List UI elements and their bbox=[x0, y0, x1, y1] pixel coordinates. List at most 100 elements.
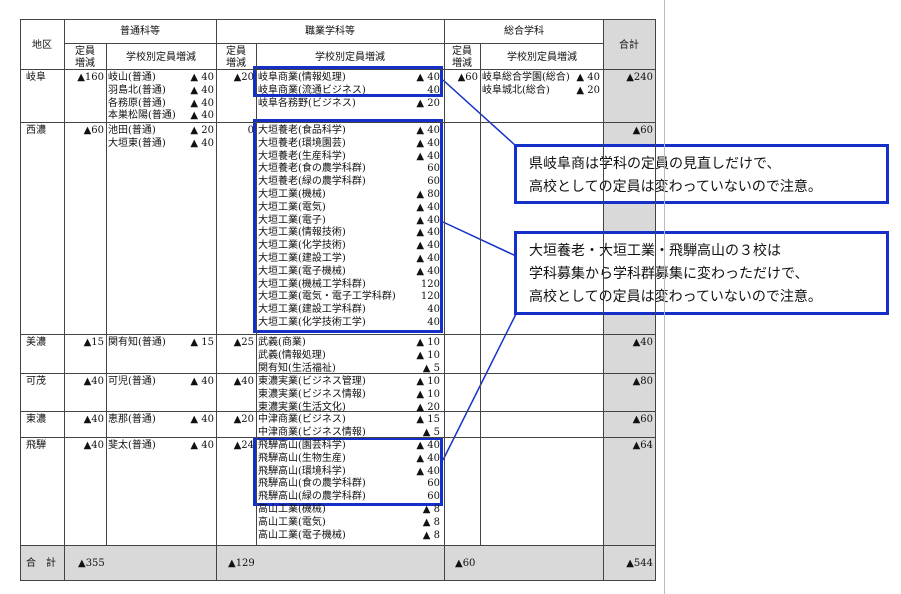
general-school-change: ▲ 40 bbox=[190, 137, 214, 149]
vocational-school-change: ▲ 5 bbox=[422, 426, 440, 438]
vocational-school-change: ▲ 20 bbox=[416, 401, 440, 413]
vocational-school-change: ▲ 10 bbox=[416, 388, 440, 400]
grid-line bbox=[256, 43, 257, 545]
general-quota: ▲40 bbox=[83, 414, 104, 425]
grid-line bbox=[20, 545, 655, 546]
header-integrated-quota: 定員 増減 bbox=[452, 46, 472, 69]
vocational-school-change: 40 bbox=[427, 84, 440, 96]
row-total: ▲240 bbox=[626, 72, 653, 83]
vocational-school-name: 岐阜商業(流通ビジネス) bbox=[258, 84, 366, 96]
vocational-school-name: 飛騨高山(園芸科学) bbox=[258, 440, 346, 451]
vocational-school-change: ▲ 40 bbox=[416, 465, 440, 477]
callout-line: 大垣養老・大垣工業・飛騨高山の３校は bbox=[529, 243, 781, 259]
general-school-name: 可児(普通) bbox=[108, 376, 156, 387]
grid-line bbox=[604, 437, 655, 438]
vocational-school-name: 中津商業(ビジネス) bbox=[258, 414, 346, 425]
vocational-school-name: 大垣工業(建設工学) bbox=[258, 253, 346, 264]
grid-line bbox=[20, 373, 604, 374]
grid-line bbox=[604, 334, 655, 335]
general-school-change: ▲ 15 bbox=[190, 337, 214, 348]
callout-group-recruit-note: 大垣養老・大垣工業・飛騨高山の３校は 学科募集から学科群募集に変わっただけで、 … bbox=[514, 231, 889, 315]
header-region: 地区 bbox=[32, 40, 52, 51]
vocational-school-name: 中津商業(ビジネス情報) bbox=[258, 426, 366, 438]
integrated-school-change: ▲ 40 bbox=[576, 72, 600, 83]
vocational-quota: 0 bbox=[247, 125, 254, 136]
callout-line: 高校としての定員は変わっていないので注意。 bbox=[529, 289, 822, 305]
vocational-school-name: 飛騨高山(環境科学) bbox=[258, 465, 346, 477]
vocational-school-change: 60 bbox=[427, 163, 440, 175]
vocational-school-name: 大垣養老(緑の農学科群) bbox=[258, 176, 366, 188]
vocational-school-name: 高山工業(電子機械) bbox=[258, 529, 346, 541]
general-school-change: ▲ 40 bbox=[190, 84, 214, 96]
vocational-school-change: ▲ 8 bbox=[422, 504, 440, 515]
highlight-ogaki-schools bbox=[253, 119, 443, 333]
row-total: ▲60 bbox=[632, 414, 653, 425]
general-school-name: 各務原(普通) bbox=[108, 97, 166, 109]
vocational-school-name: 東濃実業(生活文化) bbox=[258, 401, 346, 413]
vocational-school-change: ▲ 40 bbox=[416, 72, 440, 83]
vocational-school-change: ▲ 20 bbox=[416, 97, 440, 109]
grid-line bbox=[20, 19, 21, 581]
vocational-school-name: 大垣養老(生産科学) bbox=[258, 150, 346, 162]
vocational-school-change: ▲ 40 bbox=[416, 227, 440, 239]
row-total: ▲60 bbox=[632, 125, 653, 136]
totals-integrated: ▲60 bbox=[455, 558, 476, 569]
page-edge-line bbox=[664, 0, 665, 594]
row-total: ▲40 bbox=[632, 337, 653, 348]
vocational-school-name: 大垣工業(機械) bbox=[258, 189, 326, 200]
row-region: 東濃 bbox=[26, 414, 46, 425]
header-integrated-by-school: 学校別定員増減 bbox=[507, 52, 577, 63]
general-school-change: ▲ 20 bbox=[190, 125, 214, 136]
vocational-school-change: ▲ 10 bbox=[416, 376, 440, 387]
vocational-school-name: 飛騨高山(緑の農学科群) bbox=[258, 491, 366, 503]
integrated-school-name: 岐阜総合学園(総合) bbox=[482, 72, 570, 83]
vocational-school-change: ▲ 40 bbox=[416, 265, 440, 277]
vocational-school-name: 関有知(生活福祉) bbox=[258, 362, 336, 374]
vocational-quota: ▲24 bbox=[233, 440, 254, 451]
grid-line bbox=[20, 580, 655, 581]
vocational-school-change: ▲ 40 bbox=[416, 201, 440, 213]
grid-line bbox=[64, 19, 65, 581]
vocational-school-name: 大垣工業(情報技術) bbox=[258, 227, 346, 239]
vocational-school-change: 120 bbox=[420, 291, 440, 303]
row-region: 西濃 bbox=[26, 125, 46, 136]
vocational-school-change: 40 bbox=[427, 317, 440, 328]
grid-line bbox=[604, 411, 655, 412]
general-school-change: ▲ 40 bbox=[190, 72, 214, 83]
totals-label: 合 計 bbox=[26, 558, 56, 569]
row-region: 美濃 bbox=[26, 337, 46, 348]
vocational-school-name: 飛騨高山(食の農学科群) bbox=[258, 478, 366, 490]
grid-line bbox=[20, 334, 604, 335]
general-school-name: 本巣松陽(普通) bbox=[108, 110, 176, 122]
grid-line bbox=[20, 19, 655, 20]
grid-line bbox=[480, 43, 481, 545]
general-school-name: 関有知(普通) bbox=[108, 337, 166, 348]
general-quota: ▲40 bbox=[83, 376, 104, 387]
vocational-school-name: 大垣養老(食品科学) bbox=[258, 125, 346, 136]
vocational-school-change: ▲ 8 bbox=[422, 529, 440, 541]
general-quota: ▲60 bbox=[83, 125, 104, 136]
header-general-by-school: 学校別定員増減 bbox=[126, 52, 196, 63]
vocational-school-name: 大垣工業(電子機械) bbox=[258, 265, 346, 277]
vocational-quota: ▲20 bbox=[233, 72, 254, 83]
vocational-quota: ▲40 bbox=[233, 376, 254, 387]
vocational-school-name: 武義(商業) bbox=[258, 337, 306, 348]
grid-line bbox=[20, 411, 604, 412]
general-school-change: ▲ 40 bbox=[190, 110, 214, 122]
general-school-change: ▲ 40 bbox=[190, 414, 214, 425]
general-school-name: 斐太(普通) bbox=[108, 440, 156, 451]
vocational-school-name: 大垣工業(機械工学科群) bbox=[258, 278, 366, 290]
header-vocational-quota: 定員 増減 bbox=[226, 46, 246, 69]
grid-line bbox=[655, 19, 656, 581]
header-general-quota: 定員 増減 bbox=[75, 46, 95, 69]
vocational-school-change: ▲ 40 bbox=[416, 440, 440, 451]
vocational-school-name: 大垣養老(食の農学科群) bbox=[258, 163, 366, 175]
vocational-school-change: ▲ 40 bbox=[416, 125, 440, 136]
totals-general: ▲355 bbox=[78, 558, 105, 569]
callout-gifu-note: 県岐阜商は学科の定員の見直しだけで、 高校としての定員は変わっていないので注意。 bbox=[514, 144, 889, 204]
general-quota: ▲15 bbox=[83, 337, 104, 348]
vocational-school-change: ▲ 5 bbox=[422, 362, 440, 374]
general-school-name: 池田(普通) bbox=[108, 125, 156, 136]
